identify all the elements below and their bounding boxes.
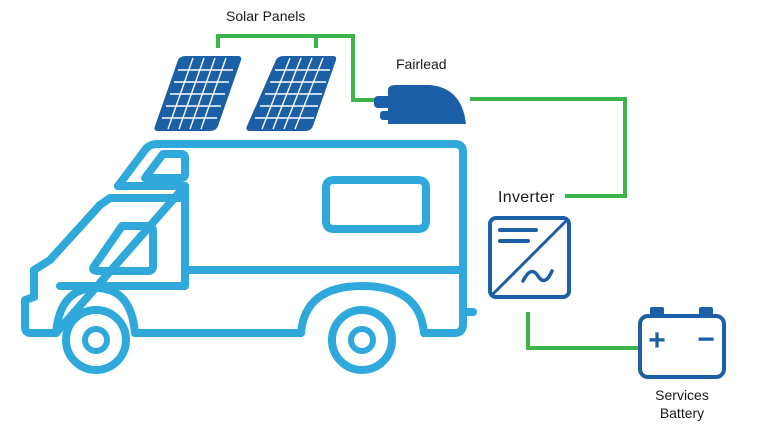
battery-negative-symbol: − xyxy=(697,323,715,356)
battery-terminal-negative-post xyxy=(699,307,713,316)
inverter-label: Inverter xyxy=(498,189,555,206)
battery-positive-symbol: + xyxy=(648,324,666,357)
wheels xyxy=(62,306,396,374)
fairlead xyxy=(374,85,466,124)
motorhome-body xyxy=(21,140,467,337)
inverter xyxy=(488,216,571,299)
battery-body xyxy=(638,314,726,379)
motorhome xyxy=(21,140,477,337)
fairlead-cable-gland xyxy=(374,96,392,108)
rear-wheel xyxy=(328,306,396,374)
side-window xyxy=(322,176,430,233)
rear-hub xyxy=(348,326,376,354)
solar-panels-label: Solar Panels xyxy=(226,8,306,24)
battery-terminal-positive-post xyxy=(650,307,664,316)
services-battery: + − xyxy=(638,307,726,379)
cab-window xyxy=(89,222,157,275)
fairlead-label: Fairlead xyxy=(396,56,447,72)
front-hub xyxy=(82,326,110,354)
luton-window xyxy=(141,150,189,182)
front-wheel xyxy=(62,306,130,374)
solar-panel-1 xyxy=(154,56,242,131)
ac-wave-symbol xyxy=(521,269,554,283)
battery-label-line-2: Battery xyxy=(659,405,705,421)
rear-wheel-arch xyxy=(297,282,428,337)
battery-label-line-1: Services xyxy=(655,387,709,403)
front-wheel-arch xyxy=(52,284,139,337)
inverter-battery-wire xyxy=(526,312,640,350)
inverter-box xyxy=(488,216,571,299)
wiring xyxy=(216,34,640,350)
fairlead-dome xyxy=(388,85,466,124)
services-battery-label: Services Battery xyxy=(640,386,724,422)
solar-panel-2 xyxy=(246,56,337,131)
fairlead-inverter-wire xyxy=(470,97,627,198)
